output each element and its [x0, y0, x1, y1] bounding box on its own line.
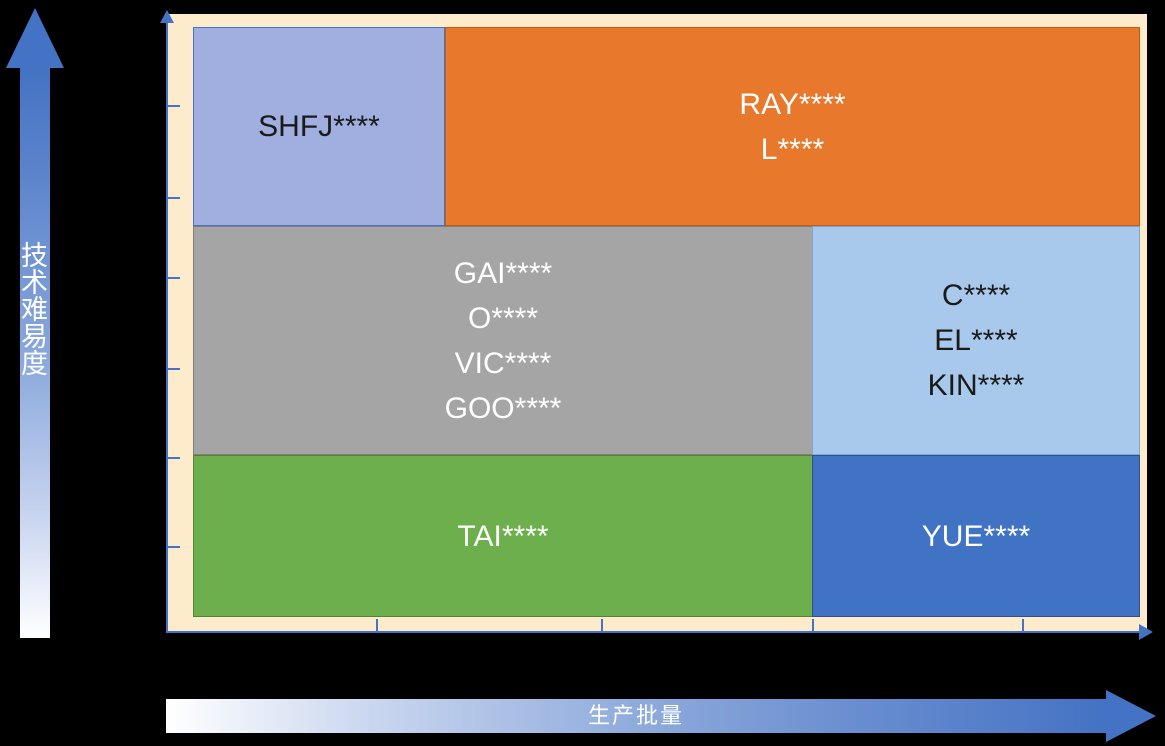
y-axis-label: 技术难易度	[17, 240, 47, 376]
x-arrow-head-icon	[1106, 690, 1156, 742]
matrix-block-ray[interactable]: RAY**** L****	[445, 27, 1140, 226]
matrix-block-tai[interactable]: TAI****	[193, 455, 813, 617]
block-label-line: RAY****	[739, 87, 846, 121]
y-axis-tick	[168, 457, 180, 459]
x-axis-tick	[1022, 619, 1024, 632]
block-label-line: GOO****	[444, 391, 562, 425]
x-axis-tick	[376, 619, 378, 632]
y-axis-tick	[168, 277, 180, 279]
matrix-block-cel[interactable]: C**** EL**** KIN****	[812, 226, 1140, 455]
matrix-block-yue[interactable]: YUE****	[812, 455, 1140, 617]
y-arrow-head-icon	[6, 8, 64, 68]
x-axis-tick	[601, 619, 603, 632]
block-label-line: L****	[760, 132, 825, 166]
y-axis-tick	[168, 197, 180, 199]
block-label-line: O****	[467, 301, 539, 335]
matrix-block-shfj[interactable]: SHFJ****	[193, 27, 445, 226]
x-axis-arrow-icon	[1139, 624, 1153, 640]
y-arrow-shaft	[20, 66, 50, 638]
block-label-line: KIN****	[927, 369, 1025, 402]
x-axis-label: 生产批量	[587, 703, 684, 728]
x-axis-tick	[812, 619, 814, 632]
y-axis-tick	[168, 105, 180, 107]
y-axis-gradient-arrow: 技术难易度	[6, 8, 64, 638]
x-axis-gradient-arrow: 生产批量	[166, 690, 1156, 742]
y-axis-tick	[168, 368, 180, 370]
y-axis-tick	[168, 546, 180, 548]
block-label-line: TAI****	[457, 519, 549, 553]
y-axis-line	[166, 20, 168, 633]
block-label-line: EL****	[934, 324, 1018, 357]
block-label-line: GAI****	[453, 256, 553, 290]
x-axis-line	[166, 631, 1141, 633]
matrix-block-gai[interactable]: GAI**** O**** VIC**** GOO****	[193, 226, 813, 455]
block-label-line: SHFJ****	[258, 110, 380, 143]
x-arrow-shaft	[166, 699, 1106, 733]
block-label-line: VIC****	[454, 346, 552, 380]
block-label-line: C****	[941, 279, 1011, 312]
y-axis-arrow-icon	[160, 10, 174, 23]
block-label-line: YUE****	[921, 519, 1031, 553]
